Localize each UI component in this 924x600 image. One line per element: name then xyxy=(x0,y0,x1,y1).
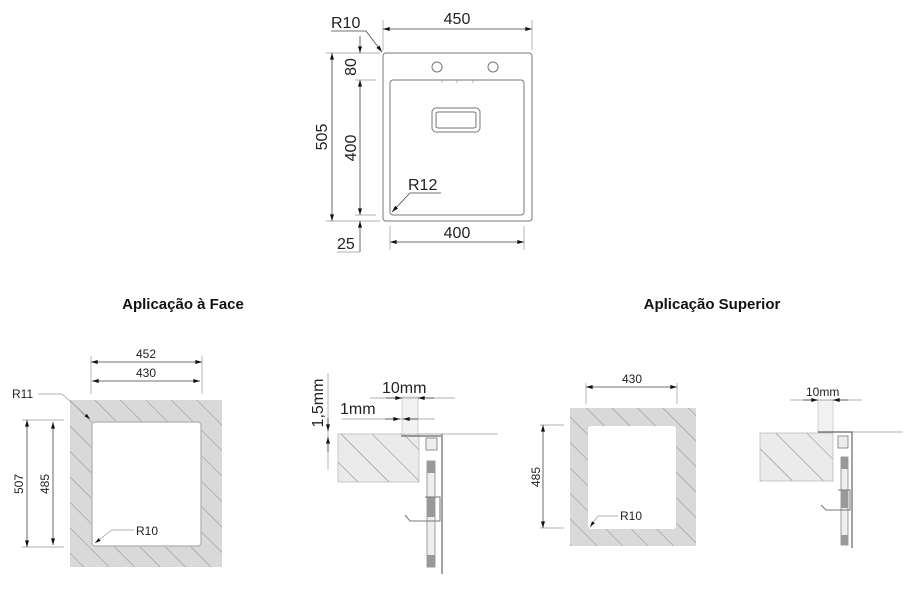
title-top-mount: Aplicação Superior xyxy=(644,296,781,313)
dim-radius-r11: R11 xyxy=(12,387,33,401)
top-view: 450 R10 505 80 400 25 400 R12 xyxy=(314,11,533,253)
drain-outer xyxy=(431,107,481,133)
face-mount-cutout: 452 430 R11 507 485 R10 xyxy=(12,347,222,567)
dim-80: 80 xyxy=(343,58,360,76)
dim-400-horizontal: 400 xyxy=(444,225,471,242)
countertop-section xyxy=(759,432,834,482)
dim-25: 25 xyxy=(337,236,355,253)
dim-radius-r10: R10 xyxy=(331,15,360,32)
dim-1mm: 1mm xyxy=(340,401,376,418)
dim-430: 430 xyxy=(622,372,642,386)
dim-radius-r10: R10 xyxy=(136,524,158,538)
tap-hole xyxy=(487,61,499,73)
top-mount-cutout: 430 485 R10 xyxy=(529,372,696,546)
dim-507: 507 xyxy=(12,474,26,494)
bowl-outline xyxy=(389,79,525,216)
tap-hole xyxy=(431,61,443,73)
dim-1-5mm: 1,5mm xyxy=(310,379,327,428)
drain-inner xyxy=(435,111,477,129)
dim-430: 430 xyxy=(136,366,156,380)
dim-10mm: 10mm xyxy=(382,380,426,397)
dim-radius-r12: R12 xyxy=(408,177,437,194)
dim-485: 485 xyxy=(38,474,52,494)
dim-10mm: 10mm xyxy=(806,385,839,399)
dim-452: 452 xyxy=(136,347,156,361)
dim-radius-r10: R10 xyxy=(620,509,642,523)
dim-height-505: 505 xyxy=(314,124,331,151)
sink-outline xyxy=(382,52,533,222)
title-face-mount: Aplicação à Face xyxy=(122,296,244,313)
countertop-section xyxy=(337,433,420,483)
dim-485: 485 xyxy=(529,467,543,487)
cutout-opening xyxy=(588,426,676,529)
dim-400-vertical: 400 xyxy=(343,135,360,162)
cutout-opening xyxy=(91,421,202,547)
top-mount-section: 10mm xyxy=(759,385,903,548)
face-mount-section: 10mm 1mm 1,5mm xyxy=(310,373,498,574)
dim-width-450: 450 xyxy=(444,11,471,28)
